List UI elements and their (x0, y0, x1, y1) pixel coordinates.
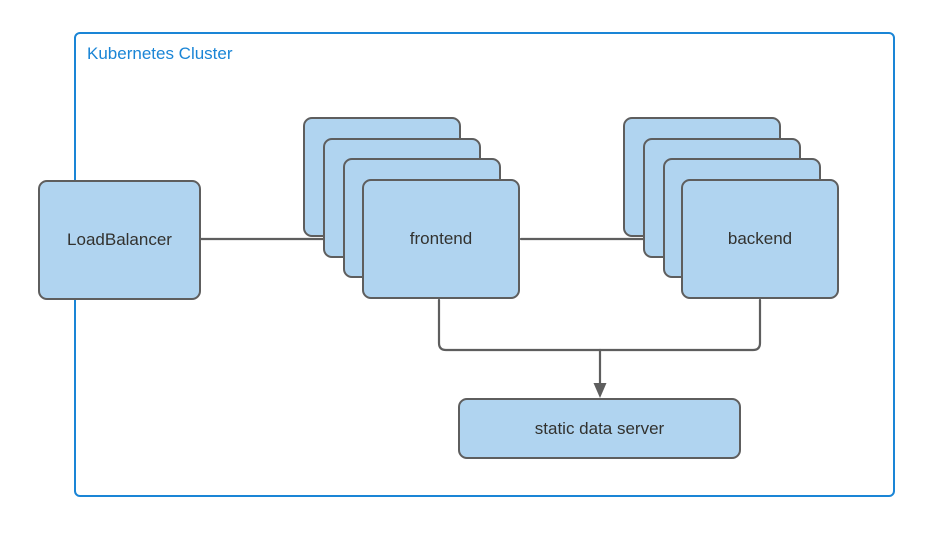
node-static-data-server[interactable]: static data server (458, 398, 741, 459)
cluster-label: Kubernetes Cluster (87, 44, 233, 63)
node-backend[interactable]: backend (681, 179, 839, 299)
node-loadbalancer-label: LoadBalancer (67, 230, 172, 249)
node-frontend[interactable]: frontend (362, 179, 520, 299)
node-frontend-label: frontend (409, 229, 473, 248)
node-static-data-server-label: static data server (534, 418, 665, 438)
node-backend-label: backend (727, 229, 793, 248)
node-loadbalancer[interactable]: LoadBalancer (38, 180, 201, 300)
